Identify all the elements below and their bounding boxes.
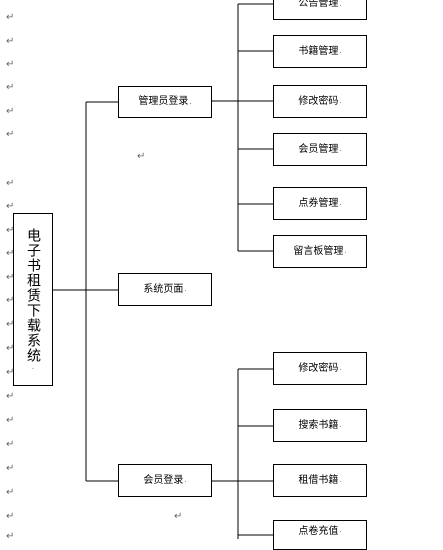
- end-mark: .: [339, 47, 342, 55]
- node-coupon-recharge: 点卷充值.: [273, 520, 367, 550]
- paragraph-mark: ↵: [6, 367, 15, 378]
- paragraph-mark: ↵: [6, 391, 15, 402]
- node-coupon-mgmt: 点券管理.: [273, 187, 367, 220]
- node-system-page-label: 系统页面: [143, 283, 184, 295]
- node-rent-books: 租借书籍.: [273, 464, 367, 497]
- node-label: 书籍管理: [298, 45, 339, 57]
- end-mark: .: [339, 364, 342, 372]
- node-label: 公告管理: [298, 0, 339, 9]
- paragraph-mark: ↵: [6, 531, 15, 542]
- node-label: 租借书籍: [298, 474, 339, 486]
- end-mark: .: [184, 476, 187, 484]
- paragraph-mark: ↵: [6, 463, 15, 474]
- paragraph-mark: ↵: [6, 343, 15, 354]
- node-label: 会员管理: [298, 143, 339, 155]
- root-node: 电子书租赁下载系统 .: [13, 213, 53, 386]
- end-mark: .: [339, 476, 342, 484]
- paragraph-mark: ↵: [6, 82, 15, 93]
- node-book-mgmt: 书籍管理.: [273, 35, 367, 68]
- paragraph-mark: ↵: [6, 225, 15, 236]
- node-message-board-mgmt: 留言板管理.: [273, 235, 367, 268]
- paragraph-mark: ↵: [174, 511, 183, 522]
- root-end-mark: .: [31, 363, 35, 371]
- end-mark: .: [339, 199, 342, 207]
- end-mark: .: [189, 97, 192, 106]
- paragraph-mark: ↵: [6, 106, 15, 117]
- paragraph-mark: ↵: [6, 487, 15, 498]
- node-label: 修改密码: [298, 95, 339, 107]
- node-system-page: 系统页面.: [118, 273, 212, 306]
- node-label: 搜索书籍: [298, 419, 339, 431]
- node-label: 留言板管理: [293, 245, 344, 257]
- paragraph-mark: ↵: [6, 178, 15, 189]
- root-node-label: 电子书租赁下载系统: [25, 228, 41, 363]
- node-admin-login-label: 管理员登录: [138, 96, 189, 107]
- paragraph-mark: ↵: [6, 12, 15, 23]
- node-member-mgmt: 会员管理.: [273, 133, 367, 166]
- paragraph-mark: ↵: [6, 272, 15, 283]
- paragraph-mark: ↵: [6, 248, 15, 259]
- end-mark: .: [344, 247, 347, 255]
- node-member-login: 会员登录.: [118, 464, 212, 497]
- node-label: 修改密码: [298, 362, 339, 374]
- paragraph-mark: ↵: [137, 151, 146, 162]
- node-announcement-mgmt: 公告管理.: [273, 0, 367, 20]
- paragraph-mark: ↵: [6, 319, 15, 330]
- node-admin-change-password: 修改密码.: [273, 85, 367, 118]
- node-label: 点券管理: [298, 197, 339, 209]
- paragraph-mark: ↵: [6, 511, 15, 522]
- node-search-books: 搜索书籍.: [273, 409, 367, 442]
- end-mark: .: [339, 0, 342, 8]
- end-mark: .: [339, 421, 342, 429]
- node-admin-login: 管理员登录.: [118, 86, 212, 118]
- end-mark: .: [339, 526, 342, 534]
- node-member-login-label: 会员登录: [143, 474, 184, 486]
- end-mark: .: [339, 145, 342, 153]
- paragraph-mark: ↵: [6, 439, 15, 450]
- end-mark: .: [184, 285, 187, 293]
- end-mark: .: [339, 97, 342, 105]
- node-label: 点卷充值: [298, 526, 339, 537]
- paragraph-mark: ↵: [6, 36, 15, 47]
- paragraph-mark: ↵: [6, 415, 15, 426]
- paragraph-mark: ↵: [6, 201, 15, 212]
- paragraph-mark: ↵: [6, 129, 15, 140]
- node-member-change-password: 修改密码.: [273, 352, 367, 385]
- paragraph-mark: ↵: [6, 59, 15, 70]
- paragraph-mark: ↵: [6, 295, 15, 306]
